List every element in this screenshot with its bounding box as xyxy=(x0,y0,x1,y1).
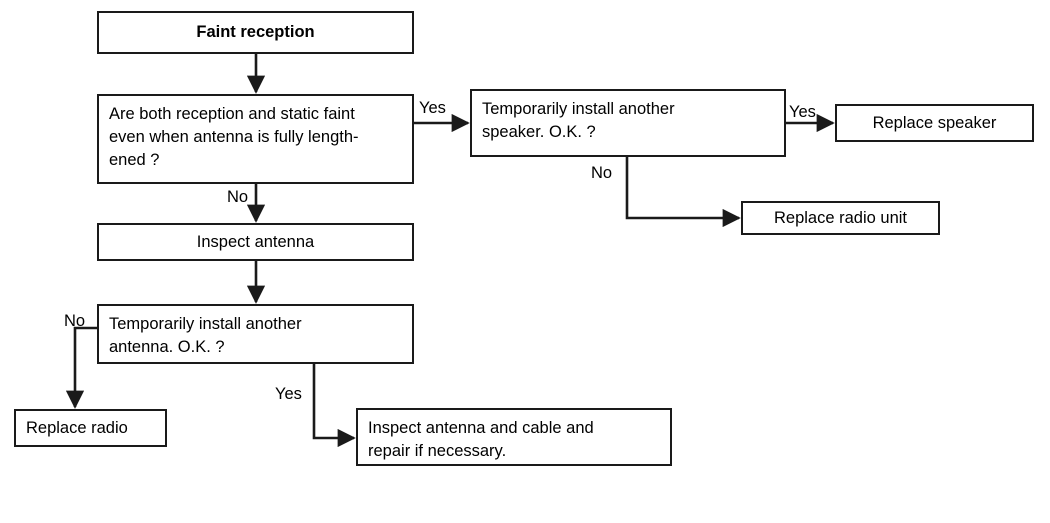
node-inspect-antenna-cable[interactable]: Inspect antenna and cable and repair if … xyxy=(356,408,672,466)
node-decision-antenna-label: Temporarily install another antenna. O.K… xyxy=(109,315,302,356)
connector-decision2-yes-inspect-cable xyxy=(312,364,356,448)
node-decision-speaker[interactable]: Temporarily install another speaker. O.K… xyxy=(470,89,786,157)
node-replace-radio-label: Replace radio xyxy=(26,418,128,437)
node-inspect-antenna-label: Inspect antenna xyxy=(196,232,315,251)
node-decision-antenna[interactable]: Temporarily install another antenna. O.K… xyxy=(97,304,414,364)
edge-label-no-to-inspect-antenna: No xyxy=(227,188,249,206)
node-replace-speaker[interactable]: Replace speaker xyxy=(835,104,1034,142)
edge-label-yes-to-inspect-cable: Yes xyxy=(275,385,302,403)
node-replace-radio[interactable]: Replace radio xyxy=(14,409,167,447)
edge-label-yes-to-speaker: Yes xyxy=(419,99,446,117)
node-decision-antenna-lengthened-label: Are both reception and static faint even… xyxy=(109,105,359,169)
node-faint-reception-label: Faint reception xyxy=(196,23,315,41)
connector-decision2-no-replace-radio xyxy=(65,326,97,409)
node-decision-speaker-label: Temporarily install another speaker. O.K… xyxy=(482,100,675,141)
node-replace-radio-unit-label: Replace radio unit xyxy=(774,208,907,227)
node-inspect-antenna[interactable]: Inspect antenna xyxy=(97,223,414,261)
edge-label-no-to-replace-radio-unit: No xyxy=(591,164,613,182)
connector-speaker-no-replace-radio-unit xyxy=(625,157,741,228)
edge-label-no-to-replace-radio: No xyxy=(64,312,86,330)
edge-label-yes-to-replace-speaker: Yes xyxy=(789,103,816,121)
node-replace-radio-unit[interactable]: Replace radio unit xyxy=(741,201,940,235)
node-decision-antenna-lengthened[interactable]: Are both reception and static faint even… xyxy=(97,94,414,184)
node-faint-reception[interactable]: Faint reception xyxy=(97,11,414,54)
node-inspect-antenna-cable-label: Inspect antenna and cable and repair if … xyxy=(368,419,594,460)
node-replace-speaker-label: Replace speaker xyxy=(872,113,997,132)
